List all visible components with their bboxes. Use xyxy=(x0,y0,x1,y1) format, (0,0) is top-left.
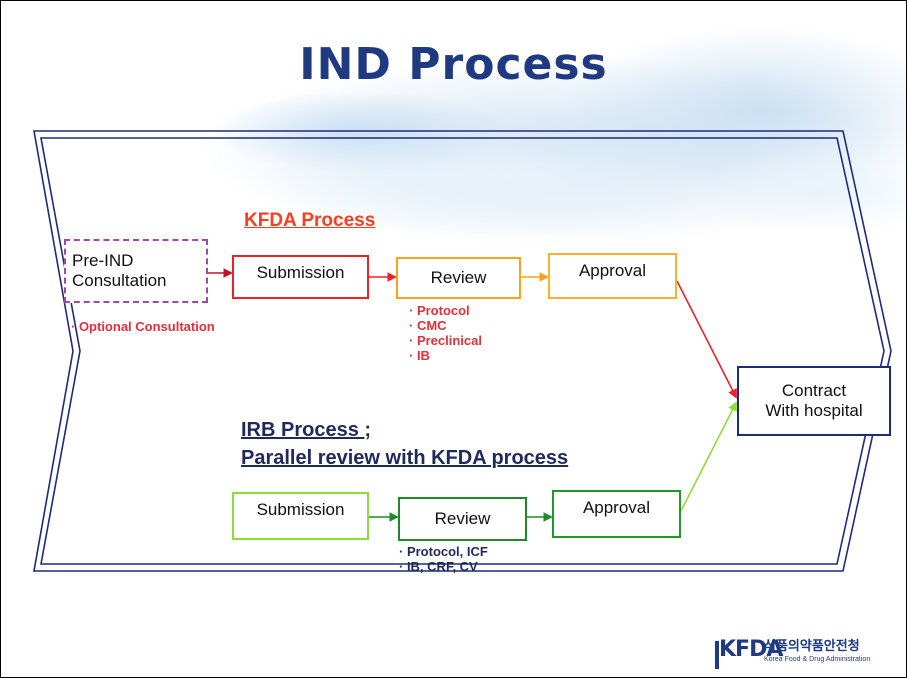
kfda-approval-box: Approval xyxy=(548,253,677,299)
page-title: IND Process xyxy=(299,39,608,90)
kfda-review-notes: · Protocol · CMC · Preclinical · IB xyxy=(409,303,482,363)
cloud-background xyxy=(201,26,906,246)
irb-note-ib-crf-cv: · IB, CRF, CV xyxy=(399,559,478,574)
pre-ind-line2: Consultation xyxy=(72,271,167,290)
optional-consultation-note: · Optional Consultation xyxy=(71,319,215,334)
review-note-preclinical: · Preclinical xyxy=(409,333,482,348)
pre-ind-consultation-box: Pre-IND Consultation xyxy=(64,239,208,303)
review-note-ib: · IB xyxy=(409,348,430,363)
pre-ind-line1: Pre-IND xyxy=(72,251,134,271)
irb-note-protocol-icf: · Protocol, ICF xyxy=(399,544,488,559)
kfda-submission-box: Submission xyxy=(232,255,369,299)
connectors xyxy=(208,268,737,522)
contract-box: Contract With hospital xyxy=(737,366,891,436)
irb-process-heading: IRB Process ; xyxy=(241,419,372,441)
kfda-logo: KFDA xyxy=(719,637,783,662)
kfda-logo-korean: 식품의약품안전청 xyxy=(764,639,860,654)
irb-submission-box: Submission xyxy=(232,492,369,540)
irb-review-box: Review xyxy=(398,497,527,541)
irb-approval-box: Approval xyxy=(552,490,681,538)
review-note-cmc: · CMC xyxy=(409,318,447,333)
arrow-irb-approval-to-contract xyxy=(680,401,737,512)
kfda-process-heading: KFDA Process xyxy=(244,210,376,231)
review-note-protocol: · Protocol xyxy=(409,303,470,318)
kfda-logo-wordmark: 식품의약품안전청 Korea Food & Drug Administratio… xyxy=(764,637,906,671)
contract-line2: With hospital xyxy=(765,401,863,420)
kfda-logo-english: Korea Food & Drug Administration xyxy=(764,656,871,663)
chevron-outline xyxy=(33,130,892,572)
contract-line1: Contract xyxy=(781,381,847,401)
arrow-approval-to-contract xyxy=(676,280,737,399)
irb-review-notes: · Protocol, ICF · IB, CRF, CV xyxy=(399,544,488,574)
irb-parallel-review-heading: Parallel review with KFDA process xyxy=(241,447,569,469)
kfda-review-box: Review xyxy=(396,257,521,299)
